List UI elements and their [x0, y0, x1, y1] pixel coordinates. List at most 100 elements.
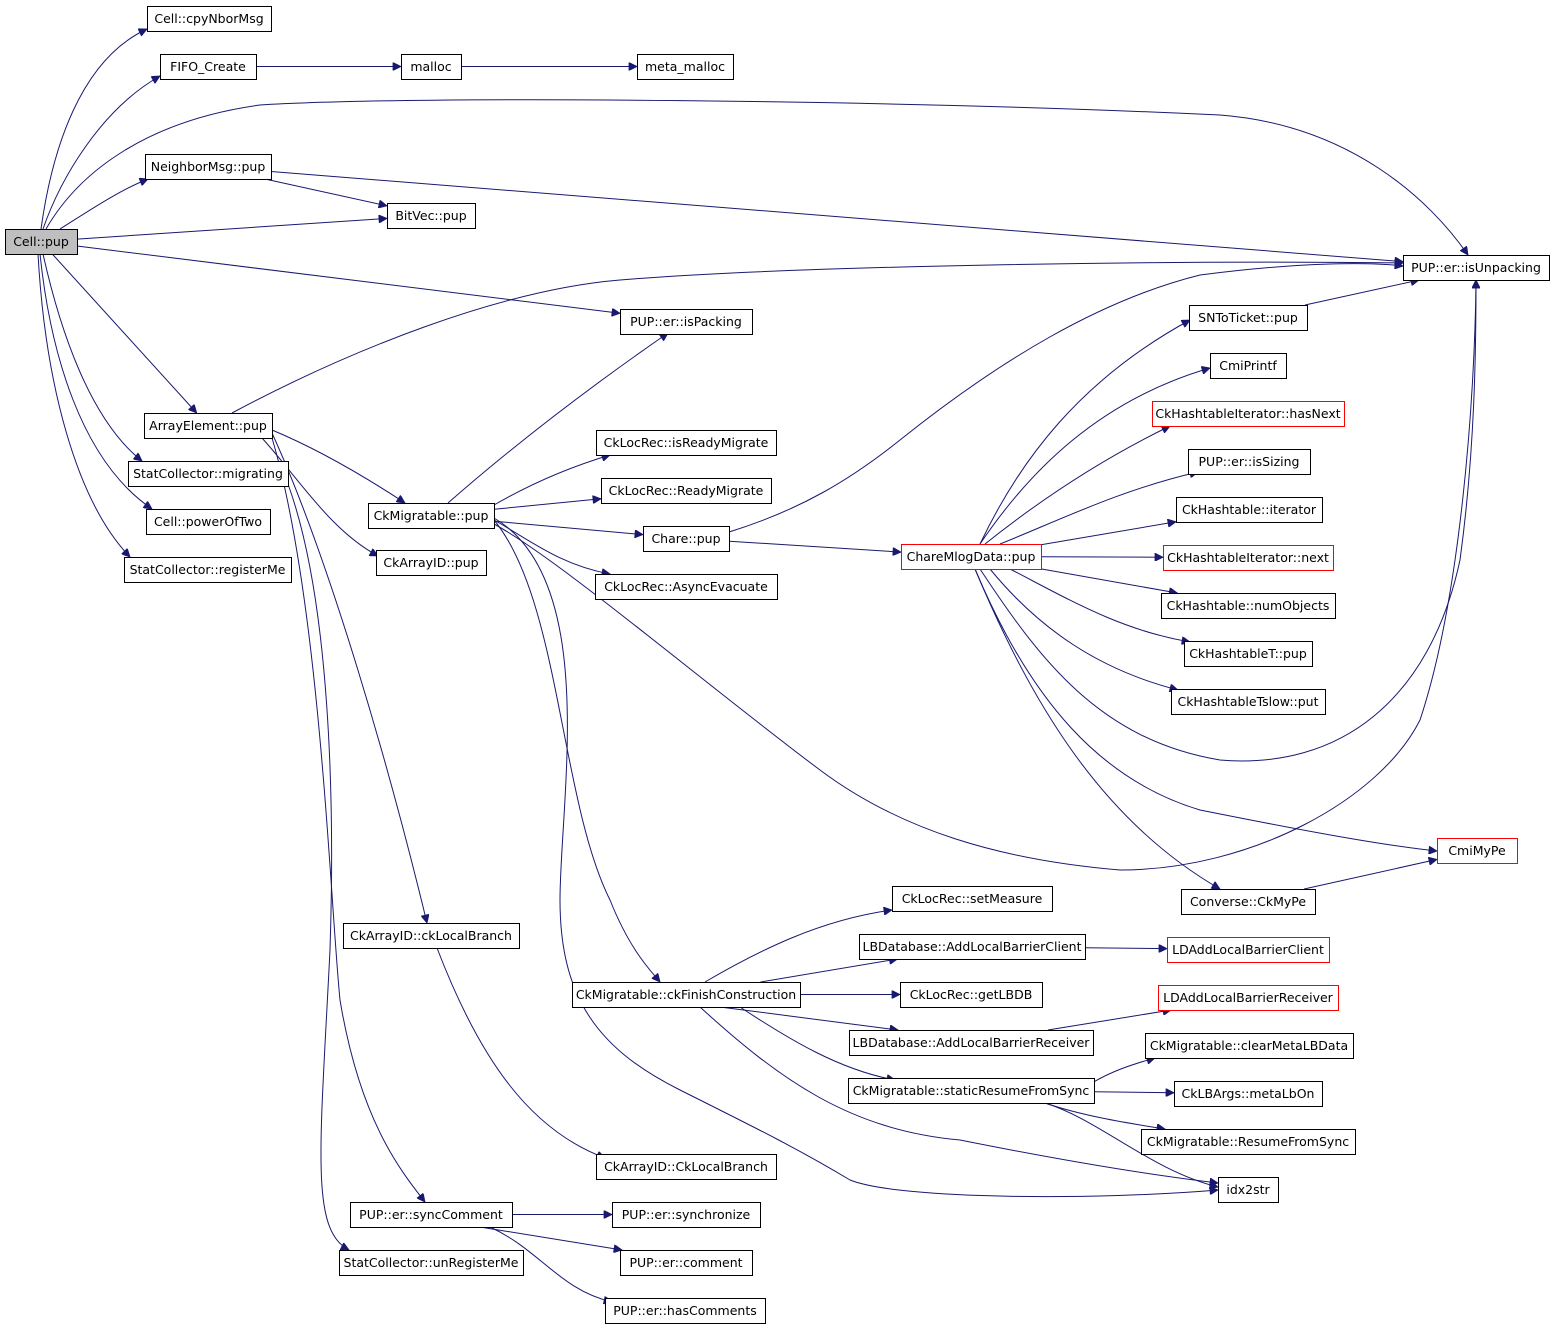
node-label-statcollector_registerme: StatCollector::registerMe: [130, 562, 286, 577]
node-issizing[interactable]: PUP::er::isSizing: [1188, 449, 1311, 475]
node-fifo_create[interactable]: FIFO_Create: [160, 54, 257, 80]
edge-arrayelement_pup-to-ckarrayid_cklocalbranch_lower: [271, 432, 427, 923]
node-box-meta_malloc: [637, 54, 734, 80]
node-cklocrec_readymigrate[interactable]: CkLocRec::ReadyMigrate: [601, 478, 772, 504]
node-box-cell_poweroftwo: [146, 509, 271, 535]
node-comment[interactable]: PUP::er::comment: [620, 1250, 753, 1276]
node-cpyNborMsg[interactable]: Cell::cpyNborMsg: [147, 6, 272, 32]
edge-converse_ckmype-to-cmimype: [1303, 859, 1437, 890]
node-label-ckhashtable_numobjects: CkHashtable::numObjects: [1167, 598, 1330, 613]
node-box-ckhashtabletslow_put: [1171, 689, 1326, 715]
node-label-idx2str: idx2str: [1226, 1182, 1270, 1197]
edge-synccomment-to-hascomments: [489, 1226, 612, 1302]
node-cklocrec_isreadymigrate[interactable]: CkLocRec::isReadyMigrate: [596, 430, 777, 456]
node-cklocrec_getlbdb[interactable]: CkLocRec::getLBDB: [900, 982, 1043, 1008]
node-ckarrayid_cklocalbranch_lower[interactable]: CkArrayID::ckLocalBranch: [343, 923, 520, 949]
node-statcollector_registerme[interactable]: StatCollector::registerMe: [124, 557, 292, 583]
node-cell_pup[interactable]: Cell::pup: [5, 229, 78, 255]
edge-lbdatabase_addlocalbarrierclient-to-ldaddlocalbarrierclient: [1084, 948, 1167, 949]
node-label-meta_malloc: meta_malloc: [645, 59, 725, 74]
node-hashtableiterator_next[interactable]: CkHashtableIterator::next: [1163, 545, 1334, 571]
node-synchronize[interactable]: PUP::er::synchronize: [612, 1202, 761, 1228]
node-box-bitvec_pup: [387, 203, 476, 229]
node-box-ckhashtable_numobjects: [1161, 593, 1336, 619]
node-idx2str[interactable]: idx2str: [1218, 1177, 1279, 1203]
node-label-synchronize: PUP::er::synchronize: [622, 1207, 751, 1222]
node-label-arrayelement_pup: ArrayElement::pup: [149, 418, 267, 433]
node-cklocrec_asyncevacuate[interactable]: CkLocRec::AsyncEvacuate: [595, 574, 778, 600]
node-converse_ckmype[interactable]: Converse::CkMyPe: [1181, 889, 1316, 915]
node-box-cell_pup: [5, 229, 78, 255]
edge-synccomment-to-comment: [479, 1226, 622, 1250]
node-cmimype[interactable]: CmiMyPe: [1437, 838, 1518, 864]
node-charemlogdata_pup[interactable]: ChareMlogData::pup: [901, 544, 1042, 570]
node-ckhashtablet_pup[interactable]: CkHashtableT::pup: [1184, 641, 1313, 667]
node-lbdatabase_addlocalbarrierclient[interactable]: LBDatabase::AddLocalBarrierClient: [859, 934, 1086, 960]
node-bitvec_pup[interactable]: BitVec::pup: [387, 203, 476, 229]
edge-neighbormsg_pup-to-bitvec_pup: [264, 178, 387, 206]
node-chare_pup[interactable]: Chare::pup: [643, 526, 730, 552]
node-label-ckmigratable_resumefromsync: CkMigratable::ResumeFromSync: [1147, 1134, 1349, 1149]
node-hascomments[interactable]: PUP::er::hasComments: [605, 1298, 766, 1324]
node-label-chare_pup: Chare::pup: [651, 531, 720, 546]
edge-ckmigratable_pup-to-isunpacking: [493, 280, 1476, 871]
node-meta_malloc[interactable]: meta_malloc: [637, 54, 734, 80]
node-label-ckmigratable_clearmetalbdata: CkMigratable::clearMetaLBData: [1150, 1038, 1348, 1053]
node-label-ldaddlocalbarrierreceiver: LDAddLocalBarrierReceiver: [1163, 990, 1334, 1005]
node-ckhashtable_iterator[interactable]: CkHashtable::iterator: [1176, 497, 1323, 523]
edge-cell_pup-to-isunpacking: [45, 99, 1468, 255]
node-box-cklocrec_getlbdb: [900, 982, 1043, 1008]
node-box-ckhashtablet_pup: [1184, 641, 1313, 667]
node-ckmigratable_clearmetalbdata[interactable]: CkMigratable::clearMetaLBData: [1145, 1033, 1354, 1059]
node-label-ckarrayid_pup: CkArrayID::pup: [383, 555, 478, 570]
node-ldaddlocalbarrierclient[interactable]: LDAddLocalBarrierClient: [1167, 937, 1330, 963]
node-neighbormsg_pup[interactable]: NeighborMsg::pup: [145, 154, 272, 180]
node-malloc[interactable]: malloc: [401, 54, 462, 80]
node-label-cell_pup: Cell::pup: [13, 234, 69, 249]
node-ckarrayid_pup[interactable]: CkArrayID::pup: [376, 550, 487, 576]
node-ckmigratable_pup[interactable]: CkMigratable::pup: [368, 503, 495, 529]
node-ispacking[interactable]: PUP::er::isPacking: [620, 309, 753, 335]
edge-lbdatabase_addlocalbarrierreceiver-to-ldaddlocalbarrierreceiver: [1047, 1010, 1171, 1031]
node-box-cklocrec_setmeasure: [892, 886, 1053, 912]
node-ckmigratable_ckfinishconstruction[interactable]: CkMigratable::ckFinishConstruction: [572, 982, 801, 1008]
node-arrayelement_pup[interactable]: ArrayElement::pup: [144, 413, 273, 439]
node-box-synccomment: [350, 1202, 513, 1228]
node-label-sntoticket_pup: SNToTicket::pup: [1198, 310, 1298, 325]
node-box-idx2str: [1218, 1177, 1279, 1203]
node-cmiprintf[interactable]: CmiPrintf: [1210, 353, 1287, 379]
node-box-ckmigratable_pup: [368, 503, 495, 529]
node-cklbargs_metalbon[interactable]: CkLBArgs::metaLbOn: [1174, 1081, 1323, 1107]
node-isunpacking[interactable]: PUP::er::isUnpacking: [1403, 255, 1550, 281]
node-ckhashtabletslow_put[interactable]: CkHashtableTslow::put: [1171, 689, 1326, 715]
node-sntoticket_pup[interactable]: SNToTicket::pup: [1189, 305, 1308, 331]
node-label-hashtableiterator_hasnext: CkHashtableIterator::hasNext: [1155, 406, 1340, 421]
node-label-cklocrec_asyncevacuate: CkLocRec::AsyncEvacuate: [604, 579, 768, 594]
node-lbdatabase_addlocalbarrierreceiver[interactable]: LBDatabase::AddLocalBarrierReceiver: [849, 1030, 1094, 1056]
edge-cell_pup-to-cell_poweroftwo: [39, 253, 152, 509]
node-ldaddlocalbarrierreceiver[interactable]: LDAddLocalBarrierReceiver: [1158, 985, 1339, 1011]
node-statcollector_unregisterme[interactable]: StatCollector::unRegisterMe: [339, 1250, 524, 1276]
node-ckarrayid_cklocalbranch_upper[interactable]: CkArrayID::CkLocalBranch: [596, 1154, 777, 1180]
node-ckhashtable_numobjects[interactable]: CkHashtable::numObjects: [1161, 593, 1336, 619]
node-cklocrec_setmeasure[interactable]: CkLocRec::setMeasure: [892, 886, 1053, 912]
edge-ckmigratable_ckfinishconstruction-to-ckmigratable_staticresumefromsync: [739, 1006, 895, 1080]
node-statcollector_migrating[interactable]: StatCollector::migrating: [128, 461, 289, 487]
node-box-ckarrayid_cklocalbranch_lower: [343, 923, 520, 949]
node-ckmigratable_resumefromsync[interactable]: CkMigratable::ResumeFromSync: [1141, 1129, 1356, 1155]
node-box-hashtableiterator_hasnext: [1152, 401, 1345, 427]
node-cell_poweroftwo[interactable]: Cell::powerOfTwo: [146, 509, 271, 535]
node-label-issizing: PUP::er::isSizing: [1199, 454, 1300, 469]
edge-cell_pup-to-neighbormsg_pup: [59, 179, 148, 230]
node-ckmigratable_staticresumefromsync[interactable]: CkMigratable::staticResumeFromSync: [848, 1078, 1095, 1104]
node-label-statcollector_migrating: StatCollector::migrating: [133, 466, 283, 481]
edge-ckmigratable_ckfinishconstruction-to-lbdatabase_addlocalbarrierclient: [760, 959, 898, 983]
edge-ckmigratable_staticresumefromsync-to-cklbargs_metalbon: [1093, 1092, 1174, 1093]
node-box-fifo_create: [160, 54, 257, 80]
node-synccomment[interactable]: PUP::er::syncComment: [350, 1202, 513, 1228]
edge-ckmigratable_pup-to-cklocrec_asyncevacuate: [493, 519, 610, 574]
edge-ckmigratable_pup-to-ispacking: [447, 333, 668, 504]
node-hashtableiterator_hasnext[interactable]: CkHashtableIterator::hasNext: [1152, 401, 1345, 427]
